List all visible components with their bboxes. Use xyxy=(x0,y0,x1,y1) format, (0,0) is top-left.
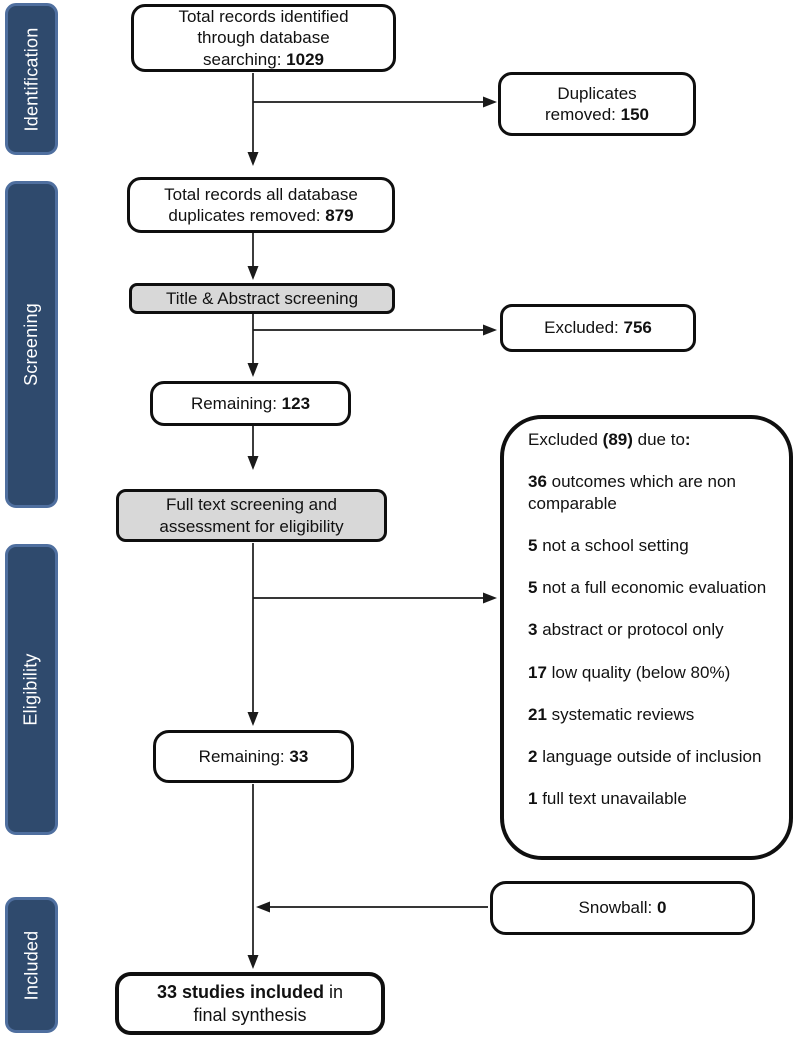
stage-label-screening: Screening xyxy=(5,181,58,508)
arrow-title-abstract-to-excluded756 xyxy=(253,324,497,336)
box-text: Duplicates removed: 150 xyxy=(545,83,649,124)
arrow-dedup-to-title-abstract xyxy=(247,233,259,280)
arrow-title-abstract-to-remaining123 xyxy=(247,314,259,377)
box-text: Excluded: 756 xyxy=(544,318,652,338)
box-duplicates-removed: Duplicates removed: 150 xyxy=(498,72,696,136)
box-text: Title & Abstract screening xyxy=(165,288,359,308)
stage-label-text: Eligibility xyxy=(21,653,42,726)
box-excluded-756: Excluded: 756 xyxy=(500,304,696,352)
box-text: 33 studies included in final synthesis xyxy=(156,982,344,1025)
box-remaining-123: Remaining: 123 xyxy=(150,381,351,426)
box-records-deduplicated: Total records all database duplicates re… xyxy=(127,177,395,233)
exclusion-reasons-header: Excluded (89) due to: xyxy=(528,430,691,449)
box-included-final: 33 studies included in final synthesis xyxy=(115,972,385,1035)
exclusion-reason-item: 5 not a school setting xyxy=(528,536,689,556)
stage-label-text: Included xyxy=(21,930,41,1000)
exclusion-reason-item: 36 outcomes which are non comparable xyxy=(528,472,736,514)
exclusion-reason-item: 21 systematic reviews xyxy=(528,704,695,724)
arrow-records-to-dedup xyxy=(247,73,259,166)
exclusion-reason-item: 17 low quality (below 80%) xyxy=(528,662,731,682)
stage-label-eligibility: Eligibility xyxy=(5,544,58,835)
arrow-remaining33-to-final xyxy=(247,784,259,969)
box-text: Snowball: 0 xyxy=(578,898,667,918)
box-text: Full text screening and assessment for e… xyxy=(159,495,344,536)
box-snowball: Snowball: 0 xyxy=(490,881,755,935)
exclusion-reason-item: 5 not a full economic evaluation xyxy=(528,578,767,598)
box-text: Remaining: 33 xyxy=(198,746,309,766)
arrow-fulltext-to-remaining33 xyxy=(247,543,259,726)
box-text: Total records all database duplicates re… xyxy=(164,184,358,225)
exclusion-reason-item: 3 abstract or protocol only xyxy=(528,620,724,640)
arrow-remaining123-to-fulltext xyxy=(247,426,259,470)
box-full-text-screening: Full text screening and assessment for e… xyxy=(116,489,387,542)
stage-label-text: Identification xyxy=(21,27,41,131)
box-exclusion-reasons: Excluded (89) due to: 36 outcomes which … xyxy=(500,415,793,860)
exclusion-reason-item: 2 language outside of inclusion xyxy=(528,746,762,766)
arrow-snowball-to-flow xyxy=(256,901,488,913)
box-title-abstract-screening: Title & Abstract screening xyxy=(129,283,395,314)
stage-label-text: Screening xyxy=(21,303,42,386)
box-records-identified: Total records identified through databas… xyxy=(131,4,396,72)
box-text: Total records identified through databas… xyxy=(178,7,349,69)
arrow-fulltext-to-exclusion-reasons xyxy=(253,592,497,604)
exclusion-reason-item: 1 full text unavailable xyxy=(528,788,687,808)
arrow-records-to-duplicates xyxy=(253,96,497,108)
stage-label-included: Included xyxy=(5,897,58,1033)
box-remaining-33: Remaining: 33 xyxy=(153,730,354,783)
box-text: Remaining: 123 xyxy=(190,393,311,413)
stage-label-identification: Identification xyxy=(5,3,58,155)
